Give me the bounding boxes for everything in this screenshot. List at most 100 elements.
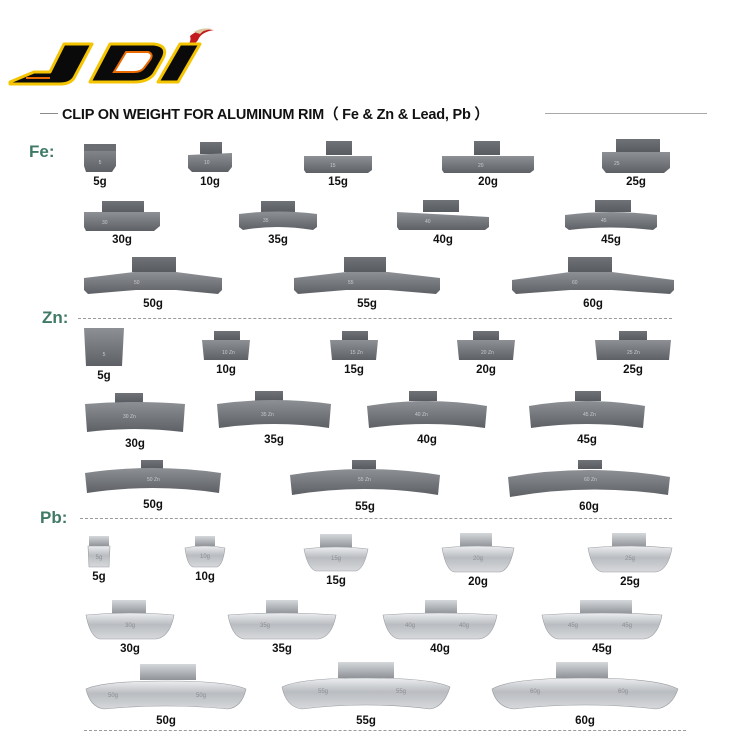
- fe-weight-60g-icon: 60: [512, 257, 674, 294]
- weight-item: 15 15g: [302, 140, 374, 188]
- fe-weight-55g-icon: 55: [294, 257, 440, 294]
- pb-weight-35g-icon: 35g: [227, 600, 337, 640]
- weight-label: 20g: [468, 576, 488, 588]
- svg-text:10g: 10g: [200, 554, 210, 560]
- fe-weight-30g-icon: 30: [84, 201, 160, 231]
- section-label-pb: Pb:: [40, 508, 68, 527]
- weight-label: 5g: [97, 370, 111, 382]
- weight-label: 55g: [355, 501, 375, 513]
- zn-weight-40g-icon: 40 Zn: [367, 391, 487, 428]
- svg-text:25g: 25g: [625, 556, 635, 562]
- svg-text:40 Zn: 40 Zn: [415, 412, 428, 418]
- weight-label: 20g: [478, 176, 498, 188]
- weight-item: 10g 10g: [183, 535, 227, 583]
- svg-text:60 Zn: 60 Zn: [584, 477, 597, 483]
- fe-weight-35g-icon: 35: [239, 201, 317, 230]
- weight-item: 25 25g: [600, 138, 672, 188]
- weight-item: 35 35g: [237, 200, 319, 246]
- svg-text:25 Zn: 25 Zn: [627, 350, 640, 356]
- zn-weight-30g-icon: 30 Zn: [85, 393, 185, 432]
- pb-weight-55g-icon: 55g 55g: [281, 662, 451, 710]
- section-label-fe: Fe:: [29, 142, 55, 161]
- pb-weight-10g-icon: 10g: [184, 536, 226, 568]
- zn-weight-55g-icon: 55 Zn: [290, 460, 440, 495]
- svg-text:35 Zn: 35 Zn: [261, 412, 274, 418]
- zn-weight-60g-icon: 60 Zn: [508, 460, 670, 497]
- weight-label: 25g: [623, 364, 643, 376]
- weight-label: 25g: [620, 576, 640, 588]
- weight-item: 15 Zn 15g: [328, 330, 380, 376]
- weight-item: 25 Zn 25g: [593, 330, 673, 376]
- weight-item: 40g 40g 40g: [381, 599, 499, 655]
- weight-label: 35g: [272, 643, 292, 655]
- pb-weight-45g-icon: 45g 45g: [541, 600, 663, 640]
- weight-item: 45g 45g 45g: [540, 599, 664, 655]
- page-title: CLIP ON WEIGHT FOR ALUMINUM RIM（ Fe & Zn…: [62, 107, 489, 123]
- section-label-zn: Zn:: [42, 308, 69, 327]
- svg-text:30g: 30g: [125, 623, 135, 629]
- weight-item: 35g 35g: [226, 599, 338, 655]
- weight-item: 20g 20g: [440, 532, 516, 588]
- weight-label: 25g: [626, 176, 646, 188]
- weight-item: 50 50g: [82, 256, 224, 310]
- weight-item: 30g 30g: [84, 599, 176, 655]
- svg-text:60: 60: [572, 280, 578, 286]
- weight-item: 10 Zn 10g: [200, 330, 252, 376]
- svg-text:15 Zn: 15 Zn: [350, 350, 363, 356]
- weight-label: 20g: [476, 364, 496, 376]
- weight-label: 45g: [577, 434, 597, 446]
- zn-weight-45g-icon: 45 Zn: [529, 391, 645, 428]
- weight-item: 5 5g: [82, 142, 118, 188]
- svg-text:45: 45: [601, 218, 607, 224]
- weight-item: 35 Zn 35g: [215, 390, 333, 446]
- pb-weight-40g-icon: 40g 40g: [382, 600, 498, 640]
- zn-weight-25g-icon: 25 Zn: [595, 331, 671, 360]
- weight-label: 10g: [200, 176, 220, 188]
- header-rule-right: [545, 113, 707, 114]
- weight-label: 15g: [328, 176, 348, 188]
- svg-text:30 Zn: 30 Zn: [123, 414, 136, 420]
- weight-label: 55g: [357, 298, 377, 310]
- weight-label: 50g: [143, 499, 163, 511]
- weight-item: 5g 5g: [87, 535, 111, 583]
- svg-text:55g: 55g: [318, 689, 328, 695]
- zn-weight-35g-icon: 35 Zn: [217, 391, 331, 428]
- svg-text:15g: 15g: [331, 556, 341, 562]
- weight-item: 5 5g: [82, 326, 126, 382]
- weight-label: 10g: [195, 571, 215, 583]
- zn-weight-10g-icon: 10 Zn: [202, 331, 250, 360]
- weight-item: 55 55g: [292, 256, 442, 310]
- weight-item: 20 Zn 20g: [455, 330, 517, 376]
- svg-text:50: 50: [134, 280, 140, 286]
- weight-label: 40g: [430, 643, 450, 655]
- svg-text:25: 25: [614, 161, 620, 167]
- weight-item: 55 Zn 55g: [288, 459, 442, 513]
- svg-text:JDI: JDI: [4, 26, 6, 27]
- zn-weight-15g-icon: 15 Zn: [330, 331, 378, 360]
- weight-label: 60g: [579, 501, 599, 513]
- svg-text:45g: 45g: [622, 623, 632, 629]
- header-rule-left: [40, 113, 58, 114]
- svg-text:40: 40: [425, 219, 431, 225]
- pb-weight-20g-icon: 20g: [441, 533, 515, 573]
- svg-text:40g: 40g: [405, 623, 415, 629]
- weight-label: 55g: [356, 715, 376, 727]
- svg-text:20g: 20g: [473, 556, 483, 562]
- weight-label: 50g: [143, 298, 163, 310]
- fe-weight-45g-icon: 45: [565, 200, 657, 230]
- weight-item: 50g 50g 50g: [84, 663, 248, 727]
- svg-text:60g: 60g: [530, 689, 540, 695]
- svg-text:30: 30: [102, 220, 108, 226]
- weight-label: 35g: [268, 234, 288, 246]
- fe-weight-10g-icon: 10: [188, 142, 232, 172]
- weight-label: 15g: [326, 575, 346, 587]
- weight-label: 40g: [417, 434, 437, 446]
- pb-weight-25g-icon: 25g: [587, 533, 673, 573]
- weight-label: 30g: [120, 643, 140, 655]
- weight-item: 25g 25g: [586, 532, 674, 588]
- weight-label: 5g: [93, 176, 107, 188]
- weight-label: 15g: [344, 364, 364, 376]
- fe-weight-50g-icon: 50: [84, 257, 222, 294]
- weight-item: 40 40g: [395, 199, 491, 246]
- weight-label: 40g: [433, 234, 453, 246]
